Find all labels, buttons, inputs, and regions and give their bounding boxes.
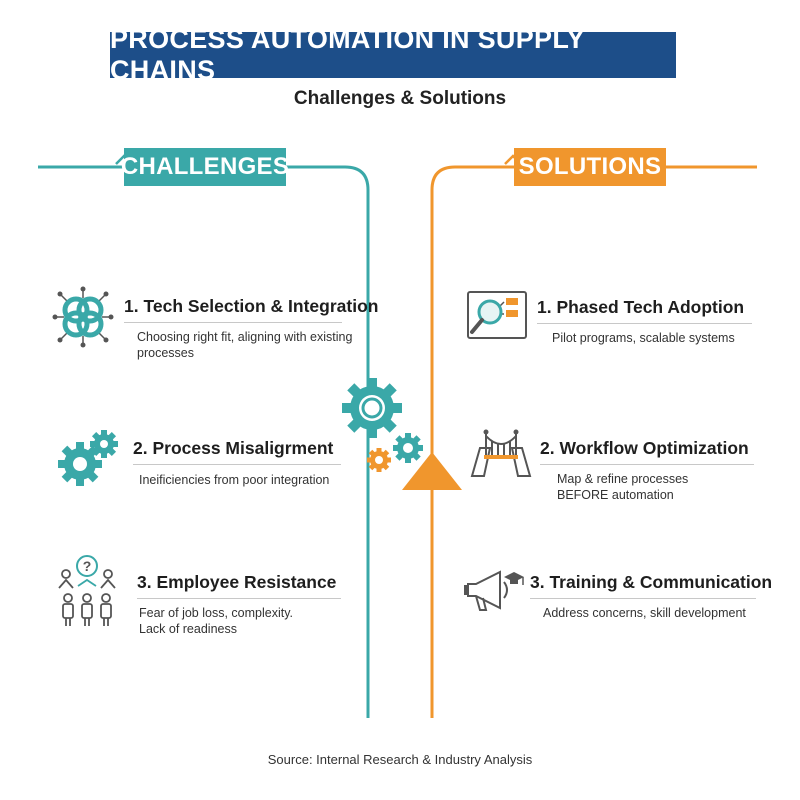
- megaphone-icon: [464, 570, 524, 611]
- solution-3-divider: [530, 598, 756, 599]
- solution-3-description: Address concerns, skill development: [543, 606, 746, 620]
- svg-text:?: ?: [83, 558, 92, 574]
- challenge-2-title: 2. Process Misaligrment: [133, 438, 334, 458]
- network-knot-icon: [52, 286, 114, 348]
- solution-2-title: 2. Workflow Optimization: [540, 438, 749, 458]
- source-note: Source: Internal Research & Industry Ana…: [267, 752, 533, 767]
- challenge-1-title: 1. Tech Selection & Integration: [124, 296, 379, 316]
- solution-3-title: 3. Training & Communication: [530, 572, 773, 592]
- magnifier-board-icon: [467, 291, 527, 339]
- solution-1-divider: [537, 323, 752, 324]
- challenge-1-description: Choosing right fit, aligning with existi…: [137, 330, 353, 360]
- people-question-icon: ?: [58, 555, 116, 626]
- challenge-3-divider: [137, 598, 341, 599]
- solution-2-description: Map & refine processes BEFORE automation: [557, 472, 689, 502]
- bridge-icon: [470, 429, 532, 477]
- solution-1-description: Pilot programs, scalable systems: [552, 331, 735, 345]
- solutions-heading: SOLUTIONS: [514, 148, 666, 186]
- gears-icon: [58, 430, 118, 486]
- challenge-2-divider: [133, 464, 341, 465]
- challenges-heading: CHALLENGES: [121, 148, 289, 186]
- challenge-3-description: Fear of job loss, complexity. Lack of re…: [139, 606, 293, 636]
- solution-1-title: 1. Phased Tech Adoption: [537, 297, 745, 317]
- page-title: PROCESS AUTOMATION IN SUPPLY CHAINS: [110, 24, 676, 85]
- center-gears-icon: [342, 378, 462, 490]
- solution-2-divider: [540, 464, 754, 465]
- challenge-1-divider: [124, 322, 342, 323]
- challenge-3-title: 3. Employee Resistance: [137, 572, 337, 592]
- challenge-2-description: Ineificiencies from poor integration: [139, 473, 330, 487]
- page-subtitle: Challenges & Solutions: [293, 88, 507, 109]
